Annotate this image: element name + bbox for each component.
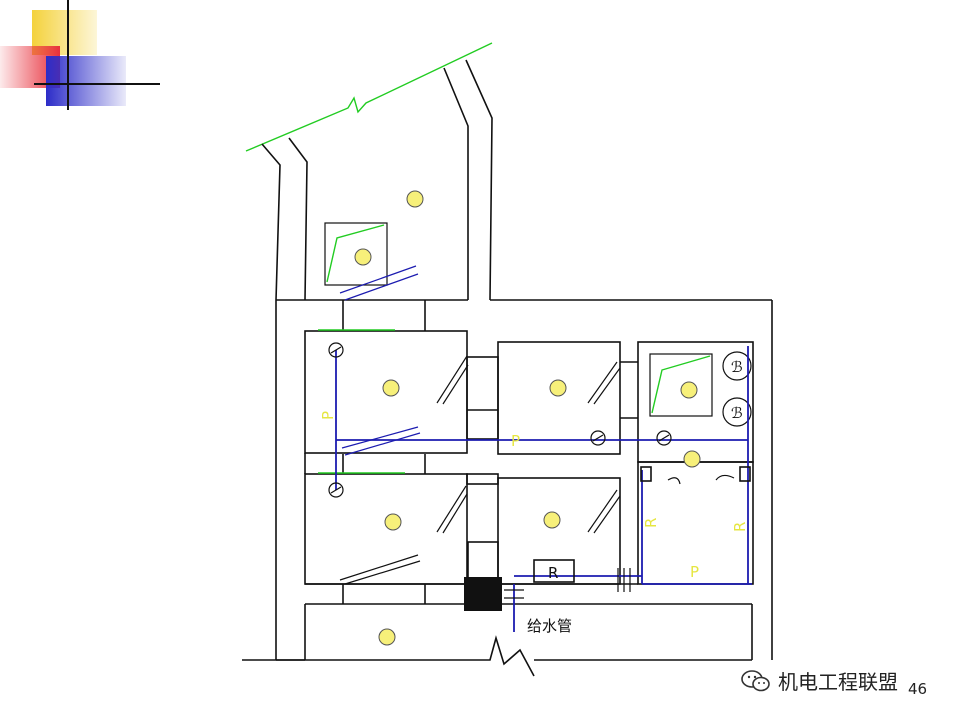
meter-box	[533, 559, 575, 583]
label-bath-riser-left: R	[642, 518, 660, 528]
toilet-fixture-2	[722, 397, 752, 427]
break-line-top	[245, 42, 493, 152]
drain-pipes	[335, 346, 752, 632]
label-riser-left: P	[319, 411, 337, 420]
wechat-icon	[741, 669, 770, 691]
svg-text:ℬ: ℬ	[731, 358, 743, 376]
label-main-horizontal: P	[511, 432, 520, 450]
label-meter-box: R	[548, 564, 558, 582]
watermark-text: 机电工程联盟	[778, 670, 898, 694]
page-number: 46	[908, 680, 928, 698]
upper-fixture-green	[326, 224, 385, 283]
floor-drains	[328, 342, 672, 498]
label-bath-riser-right: R	[731, 522, 749, 532]
label-supply-pipe: 给水管	[527, 617, 572, 635]
upper-wing-walls	[261, 59, 773, 661]
break-line-bottom	[242, 635, 535, 677]
upper-fixture-box	[324, 222, 388, 286]
ceiling-lamps	[354, 190, 701, 646]
label-bath-bottom: P	[690, 563, 699, 581]
pipe-valves	[504, 466, 751, 599]
watermark: 机电工程联盟	[740, 666, 898, 695]
middle-rooms	[304, 300, 754, 463]
water-supply-box	[464, 577, 502, 611]
deco-blue-square	[46, 56, 126, 106]
corner-decoration	[0, 0, 160, 110]
svg-text:ℬ: ℬ	[731, 404, 743, 422]
toilet-fixture-1	[722, 351, 752, 381]
lower-rooms	[304, 453, 752, 660]
